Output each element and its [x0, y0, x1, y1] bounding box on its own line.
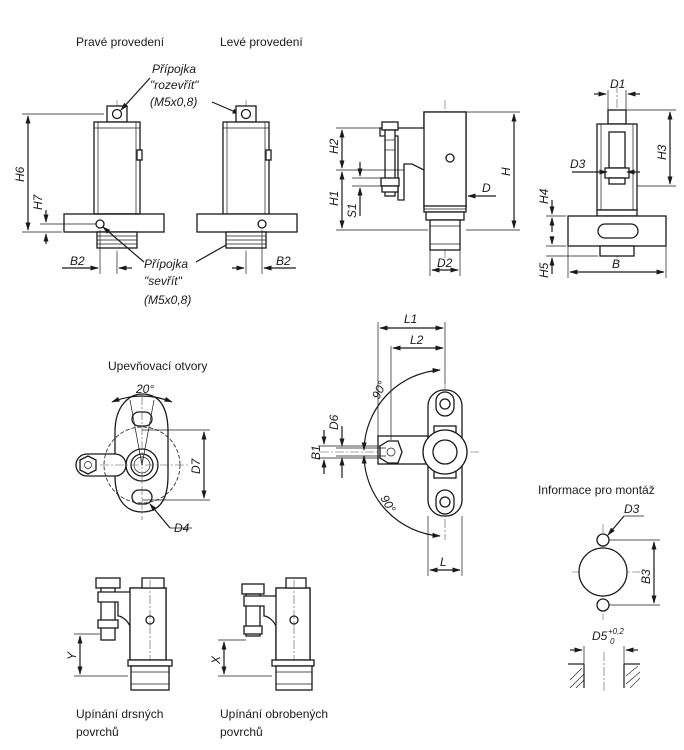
dim-d6: D6 [327, 414, 341, 430]
bolt-head-x [241, 583, 265, 595]
open-port-hole [111, 108, 123, 120]
left-version-title: Levé provedení [220, 35, 303, 49]
dim-d5: D5 [592, 629, 608, 643]
bolt-hex-top [379, 440, 403, 464]
dim-d4: D4 [174, 521, 190, 535]
close-port-label-3: (M5x0,8) [144, 293, 191, 307]
dim-y: Y [65, 651, 79, 660]
dim-h4: H4 [537, 188, 551, 204]
assembly-info-view: Informace pro montáž D3 B3 D5 +0,2 0 [538, 483, 660, 692]
base-stub [429, 219, 461, 251]
cylinder-body [93, 121, 141, 215]
dim-l: L [440, 555, 447, 569]
flange-plate [63, 213, 165, 233]
flange-plate [196, 213, 298, 233]
close-port-hole [257, 219, 267, 229]
dim-h6: H6 [13, 166, 27, 182]
right-version-title: Pravé provedení [76, 35, 165, 49]
port-callouts: Přípojka "rozevřít" (M5x0,8) Přípojka "s… [102, 62, 259, 307]
base-y [130, 665, 170, 691]
machined-surfaces-title-2: povrchů [220, 725, 263, 739]
bore-circle [578, 547, 628, 597]
bolt-hex [79, 455, 97, 475]
pin-hole-top [596, 533, 610, 547]
dim-d1: D1 [610, 77, 625, 91]
dim-b1: B1 [309, 445, 323, 460]
mounting-holes-view: Upevňovací otvory 20° D7 D4 [75, 359, 210, 535]
top-view: L1 L2 90° 90° L B1 D6 [309, 312, 480, 576]
dim-d5-tol-plus: +0,2 [608, 627, 624, 636]
dim-d7: D7 [189, 457, 203, 474]
dim-x: X [209, 655, 223, 665]
left-version-view: Levé provedení B2 [196, 35, 303, 274]
close-port-label-2: "sevřít" [144, 274, 183, 288]
cylinder-body-side [423, 111, 467, 209]
open-port-label-1: Přípojka [152, 62, 196, 76]
rough-surfaces-title-2: povrchů [76, 725, 119, 739]
dim-s1: S1 [345, 203, 359, 218]
dim-h1: H1 [327, 191, 341, 206]
close-port-hole [95, 219, 105, 229]
assembly-info-title: Informace pro montáž [538, 483, 655, 497]
machined-surfaces-title-1: Upínání obrobených [220, 707, 328, 721]
open-port-label-3: (M5x0,8) [150, 95, 197, 109]
dim-b3: B3 [639, 569, 653, 584]
pin-hole-bottom [596, 598, 610, 612]
dim-l1: L1 [404, 312, 417, 326]
dim-b: B [612, 257, 620, 271]
dim-h7: H7 [31, 193, 45, 210]
dim-d5-tol-zero: 0 [610, 637, 615, 646]
dim-h: H [499, 167, 513, 176]
clamp-bolt-head [381, 121, 399, 131]
dim-b2-right: B2 [70, 254, 85, 268]
dim-b2-left: B2 [276, 254, 291, 268]
dim-angle-90-upper: 90° [369, 379, 389, 402]
open-port-label-2: "rozevřít" [150, 78, 199, 92]
mounting-slot [597, 223, 639, 239]
dim-angle-90-lower: 90° [377, 493, 398, 516]
rough-surfaces-view: Y Upínání drsných povrchů [65, 577, 173, 739]
machined-surfaces-view: X Upínání obrobených povrchů [209, 577, 328, 739]
rough-surfaces-title-1: Upínání drsných [76, 707, 163, 721]
dim-d: D [482, 181, 491, 195]
end-view: D1 H3 D3 H4 H5 B [537, 77, 676, 278]
mounting-holes-title: Upevňovací otvory [108, 359, 207, 373]
dim-d3-assembly: D3 [624, 502, 640, 516]
close-port-label-1: Přípojka [144, 257, 188, 271]
cylinder-body [222, 121, 270, 215]
bolt-head-y [95, 577, 121, 589]
dim-h5: H5 [537, 262, 551, 278]
side-view: H H2 H1 S1 D D2 [327, 100, 520, 276]
dim-d2: D2 [437, 256, 453, 270]
dim-h3: H3 [655, 144, 669, 160]
base-x [275, 665, 313, 691]
dim-l2: L2 [410, 333, 424, 347]
right-version-view: Pravé provedení H6 H7 B2 [13, 35, 165, 274]
dim-angle-20: 20° [135, 382, 154, 396]
dim-h2: H2 [327, 138, 341, 154]
dim-d3: D3 [570, 157, 586, 171]
bolt-head [607, 109, 627, 125]
